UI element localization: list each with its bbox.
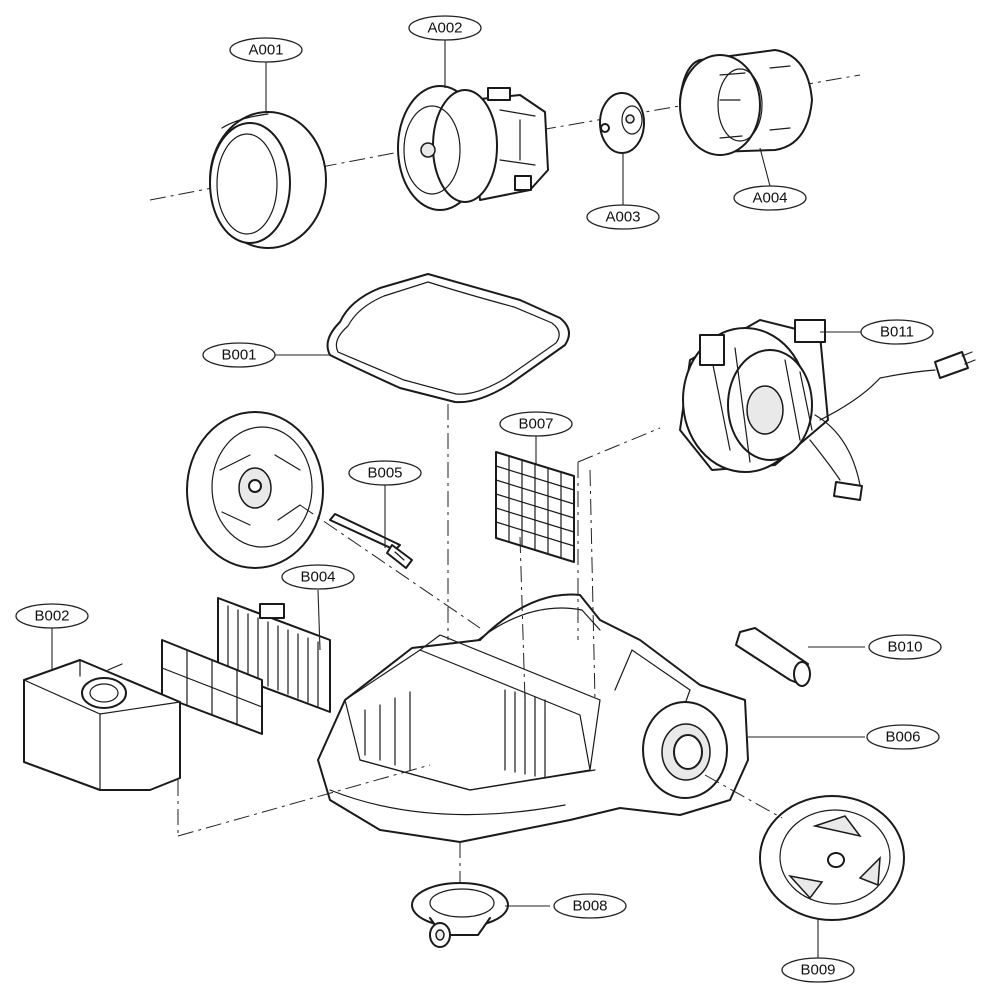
- part-b010-nozzle: [735, 627, 811, 687]
- callout-label: B005: [367, 465, 402, 482]
- part-b011-cord-reel: [679, 319, 976, 501]
- callout-b002: B002: [15, 603, 89, 629]
- part-a003-disc: [599, 92, 645, 154]
- callout-b006: B006: [866, 724, 940, 750]
- part-a002-motor: [397, 85, 549, 211]
- callout-label: B004: [300, 569, 335, 586]
- callout-b011: B011: [860, 319, 934, 345]
- callout-label: A003: [605, 209, 640, 226]
- part-b008-caster: [411, 882, 509, 948]
- callout-a004: A004: [733, 185, 807, 211]
- part-b001-gasket: [326, 273, 570, 404]
- part-b005-filter-disc: [186, 411, 324, 569]
- part-b004-grid-filter: [161, 639, 263, 735]
- callout-label: B002: [34, 608, 69, 625]
- callout-b008: B008: [553, 893, 627, 919]
- leader-lines: [51, 40, 885, 958]
- assembly-dash-lines: [177, 404, 783, 884]
- part-b002-housing: [23, 659, 181, 791]
- callout-label: A001: [248, 42, 283, 59]
- callout-label: B007: [518, 416, 553, 433]
- callout-label: B006: [885, 729, 920, 746]
- callout-a003: A003: [586, 204, 660, 230]
- callout-label: B001: [221, 347, 256, 364]
- callout-b005: B005: [348, 460, 422, 486]
- part-b004-hepa-filter: [217, 597, 331, 713]
- callout-label: B010: [887, 639, 922, 656]
- part-a001-ring: [209, 111, 327, 249]
- callout-a001: A001: [229, 37, 303, 63]
- callout-b007: B007: [499, 411, 573, 437]
- callout-label: B009: [800, 962, 835, 979]
- callout-b009: B009: [781, 957, 855, 983]
- callout-a002: A002: [408, 15, 482, 41]
- callout-label: B008: [572, 898, 607, 915]
- callout-b010: B010: [868, 634, 942, 660]
- callout-b004: B004: [281, 564, 355, 590]
- part-b007-filter: [495, 451, 575, 563]
- part-main-body: [317, 593, 749, 843]
- callout-label: B011: [880, 324, 914, 341]
- callout-b001: B001: [202, 342, 276, 368]
- part-b005-brush-tool: [329, 513, 413, 569]
- part-b009-wheel: [759, 795, 905, 921]
- callout-label: A004: [752, 190, 787, 207]
- callout-label: A002: [427, 20, 462, 37]
- part-a004-cover: [679, 49, 813, 156]
